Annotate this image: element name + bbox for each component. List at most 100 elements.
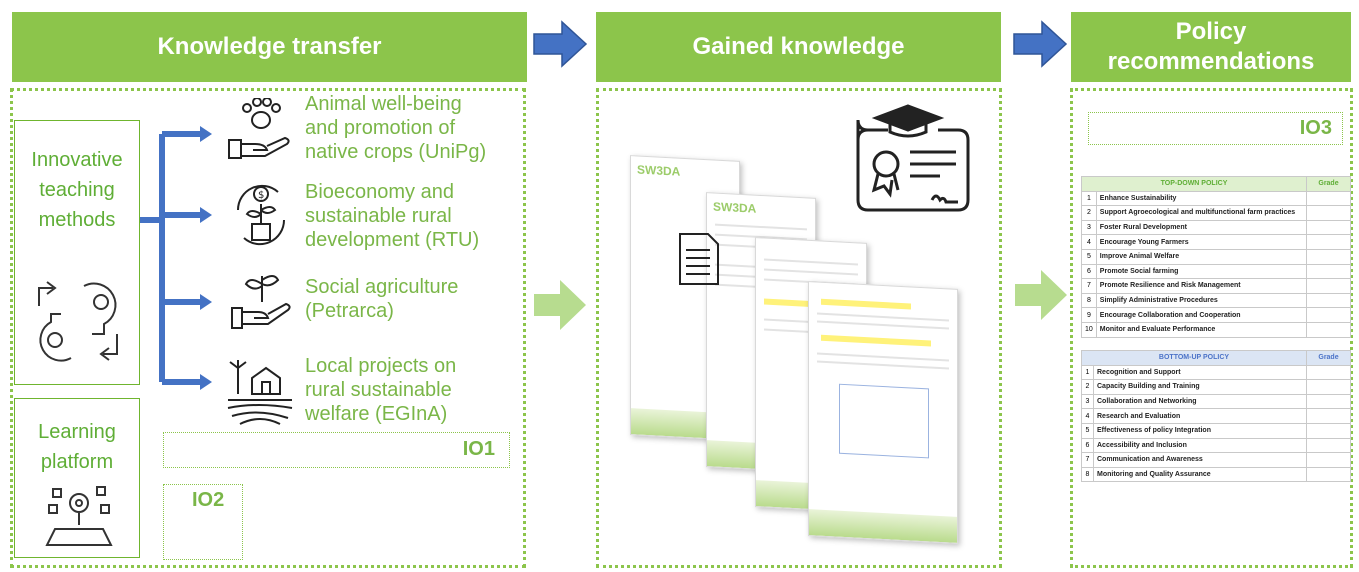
policy-recommendations-header: Policy recommendations — [1071, 12, 1351, 82]
row-number: 8 — [1081, 292, 1097, 309]
policy-item: Simplify Administrative Procedures — [1095, 292, 1308, 309]
bioeconomy-icon: $ — [236, 184, 286, 246]
topic-bracket — [140, 126, 212, 390]
topic-bioeconomy: Bioeconomy and sustainable rural develop… — [305, 181, 480, 251]
row-number: 3 — [1081, 393, 1094, 410]
grade-cell[interactable] — [1306, 205, 1351, 221]
policy-title-line1: Policy — [1175, 18, 1247, 45]
grade-cell[interactable] — [1306, 437, 1351, 454]
row-number: 2 — [1081, 205, 1097, 221]
grade-cell[interactable] — [1306, 364, 1351, 381]
learning-title: Learning platform — [38, 421, 116, 473]
policy-item: Promote Social farming — [1095, 263, 1308, 280]
certificate-icon — [856, 104, 970, 212]
farm-icon — [227, 360, 293, 425]
knowledge-transfer-header: Knowledge transfer — [12, 12, 527, 82]
light-flow-arrow-icon — [534, 280, 586, 330]
grade-cell[interactable] — [1306, 278, 1351, 294]
policy-item: Effectiveness of policy Integration — [1093, 422, 1307, 439]
paw-hand-icon — [228, 98, 290, 159]
grade-cell[interactable] — [1306, 219, 1351, 236]
policy-item: Recognition and Support — [1093, 364, 1307, 381]
policy-item: Research and Evaluation — [1093, 408, 1307, 424]
document-page — [808, 281, 958, 544]
policy-item: Improve Animal Welfare — [1095, 248, 1308, 265]
gained-knowledge-header: Gained knowledge — [596, 12, 1001, 82]
svg-text:$: $ — [258, 190, 264, 201]
grade-header: Grade — [1306, 350, 1351, 366]
policy-item: Enhance Sustainability — [1095, 190, 1308, 207]
topic-social-agriculture: Social agriculture (Petrarca) — [305, 276, 459, 322]
grade-cell[interactable] — [1306, 292, 1351, 309]
document-icon — [679, 233, 719, 285]
io1-label: IO1 — [163, 432, 510, 468]
policy-item: Support Agroecological and multifunction… — [1095, 205, 1308, 221]
row-number: 5 — [1081, 248, 1097, 265]
row-number: 7 — [1081, 452, 1094, 468]
grade-cell[interactable] — [1306, 234, 1351, 250]
policy-item: Collaboration and Networking — [1093, 393, 1307, 410]
grade-cell[interactable] — [1306, 422, 1351, 439]
flow-arrow-icon — [533, 20, 588, 68]
policy-item: Encourage Collaboration and Cooperation — [1095, 307, 1308, 323]
policy-item: Monitor and Evaluate Performance — [1095, 321, 1308, 338]
row-number: 1 — [1081, 190, 1097, 207]
grade-cell[interactable] — [1306, 248, 1351, 265]
grade-cell[interactable] — [1306, 452, 1351, 468]
learning-platform-panel: Learning platform — [14, 398, 140, 558]
row-number: 4 — [1081, 234, 1097, 250]
bottom-up-header: BOTTOM-UP POLICY — [1081, 350, 1307, 366]
policy-item: Promote Resilience and Risk Management — [1095, 278, 1308, 294]
io3-label: IO3 — [1088, 112, 1343, 145]
grade-header: Grade — [1306, 176, 1351, 192]
row-number: 2 — [1081, 379, 1094, 395]
row-number: 10 — [1081, 321, 1097, 338]
row-number: 7 — [1081, 278, 1097, 294]
knowledge-transfer-title: Knowledge transfer — [157, 33, 382, 60]
top-down-header: TOP-DOWN POLICY — [1081, 176, 1307, 192]
learning-platform-icon — [45, 486, 113, 546]
knowledge-transfer-box — [10, 88, 526, 568]
teaching-title: Innovative teaching methods — [31, 149, 123, 231]
grade-cell[interactable] — [1306, 307, 1351, 323]
table-header-row: TOP-DOWN POLICY Grade — [1081, 176, 1351, 192]
grade-cell[interactable] — [1306, 466, 1351, 483]
policy-item: Communication and Awareness — [1093, 452, 1307, 468]
row-number: 8 — [1081, 466, 1094, 483]
grade-cell[interactable] — [1306, 379, 1351, 395]
topic-local-projects: Local projects on rural sustainable welf… — [305, 355, 457, 425]
grade-cell[interactable] — [1306, 408, 1351, 424]
policy-recommendations-box — [1070, 88, 1353, 568]
policy-title-line2: recommendations — [1107, 48, 1315, 75]
policy-item: Capacity Building and Training — [1093, 379, 1307, 395]
grade-cell[interactable] — [1306, 263, 1351, 280]
grade-cell[interactable] — [1306, 321, 1351, 338]
table-header-row: BOTTOM-UP POLICY Grade — [1081, 350, 1351, 366]
row-number: 6 — [1081, 437, 1094, 454]
grade-cell[interactable] — [1306, 393, 1351, 410]
flowchart-thumbnail — [839, 383, 929, 459]
policy-item: Monitoring and Quality Assurance — [1093, 466, 1307, 483]
row-number: 3 — [1081, 219, 1097, 236]
row-number: 9 — [1081, 307, 1097, 323]
innovative-teaching-panel: Innovative teaching methods — [14, 120, 140, 385]
policy-item: Foster Rural Development — [1095, 219, 1308, 236]
grade-cell[interactable] — [1306, 190, 1351, 207]
gained-knowledge-title: Gained knowledge — [692, 33, 905, 60]
ideas-heads-icon — [38, 281, 118, 362]
